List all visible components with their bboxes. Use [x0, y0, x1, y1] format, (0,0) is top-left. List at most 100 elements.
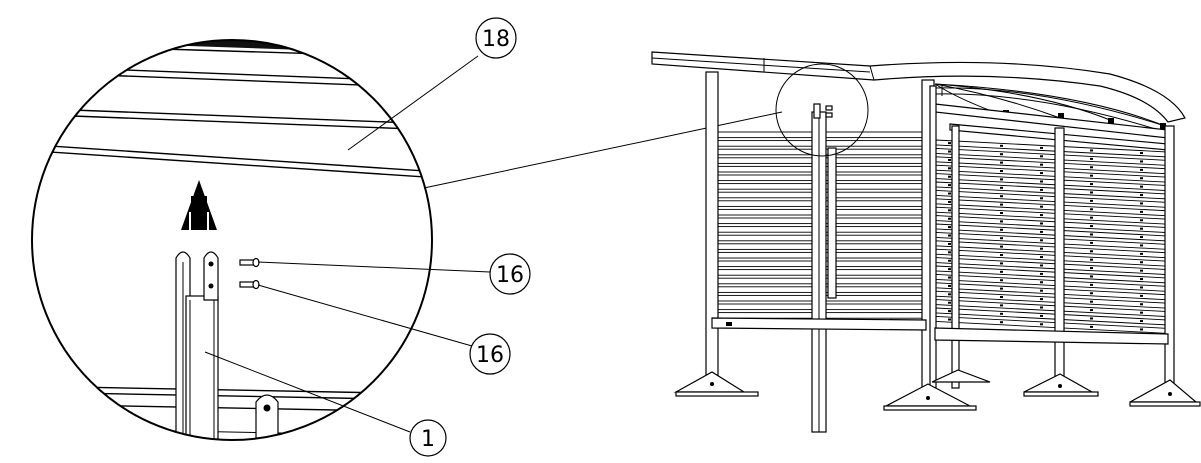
- callout-16-upper-label: 16: [496, 263, 524, 288]
- slat-fixing: [1090, 292, 1093, 295]
- slat-fixing: [1140, 210, 1143, 213]
- slat-fixing: [1140, 168, 1143, 171]
- slat-fixing: [1090, 241, 1093, 244]
- slat-fixing: [948, 184, 951, 187]
- slat-fixing: [1000, 161, 1003, 164]
- slat-fixing: [1090, 283, 1093, 286]
- roof-rib: [32, 143, 432, 173]
- slat-fixing: [1040, 289, 1043, 292]
- post-part-1: [175, 251, 219, 440]
- slat-fixing: [1140, 160, 1143, 163]
- slat-fixing: [1040, 197, 1043, 200]
- slat-fixing: [1040, 247, 1043, 250]
- slat-fixing: [1090, 309, 1093, 312]
- slat-fixing: [1000, 186, 1003, 189]
- shelter-overview: [651, 51, 1201, 433]
- slat-fixing: [1090, 317, 1093, 320]
- slat-fixing: [1000, 312, 1003, 315]
- slat-fixing: [948, 251, 951, 254]
- slat-fixing: [1000, 304, 1003, 307]
- bracket: [203, 251, 219, 301]
- slat-fixing: [1000, 245, 1003, 248]
- slat-fixing: [1000, 220, 1003, 223]
- slat-fixing: [1140, 294, 1143, 297]
- slat-fixing: [1090, 191, 1093, 194]
- slat-fixing: [1090, 325, 1093, 328]
- lower-rail: [32, 385, 432, 395]
- slat-fixing: [1040, 323, 1043, 326]
- slat-fixing: [1040, 230, 1043, 233]
- callout-18-label: 18: [482, 27, 510, 52]
- slat-fixing: [1090, 157, 1093, 160]
- slat-fixing: [948, 158, 951, 161]
- slat-fixing: [948, 217, 951, 220]
- slat-fixing: [1040, 239, 1043, 242]
- slat-fixing: [1090, 199, 1093, 202]
- slat-fixing: [1140, 311, 1143, 314]
- callout-18: 18: [347, 17, 517, 151]
- slat-fixing: [1040, 180, 1043, 183]
- slat-fixing: [1040, 172, 1043, 175]
- bolt-upper: [239, 257, 260, 268]
- slat-fixing: [1040, 256, 1043, 259]
- slat-fixing: [1140, 303, 1143, 306]
- callout-16-lower-label: 16: [476, 343, 504, 368]
- slat-fixing: [1000, 153, 1003, 156]
- slat-fixing: [1040, 272, 1043, 275]
- slat-fixing: [948, 209, 951, 212]
- slat-fixing: [1140, 261, 1143, 264]
- slat-fixing: [1140, 152, 1143, 155]
- slat-fixing: [1040, 298, 1043, 301]
- slat-fixing: [1040, 281, 1043, 284]
- slat-fixing: [1140, 252, 1143, 255]
- callout-16-lower: 16: [257, 284, 511, 375]
- slat-fixing: [948, 234, 951, 237]
- slat-fixing: [948, 318, 951, 321]
- slat-fixing: [1140, 236, 1143, 239]
- slat-fixing: [948, 293, 951, 296]
- slat-fixing: [948, 175, 951, 178]
- slat-fixing: [948, 200, 951, 203]
- slat-fixing: [1000, 195, 1003, 198]
- slat-fixing: [948, 142, 951, 145]
- slat-fixing: [1040, 306, 1043, 309]
- slat-fixing: [1040, 146, 1043, 149]
- slat-fixing: [1000, 287, 1003, 290]
- slat-fixing: [948, 301, 951, 304]
- side-wall-louvres: [935, 139, 1169, 334]
- slat-fixing: [1000, 321, 1003, 324]
- slat-fixing: [1140, 202, 1143, 205]
- slat-fixing: [1040, 188, 1043, 191]
- slat-fixing: [1000, 170, 1003, 173]
- slat-fixing: [1000, 254, 1003, 257]
- detail-leader-line: [423, 111, 783, 189]
- slat-fixing: [1090, 166, 1093, 169]
- shelter-detail-marker: [775, 63, 869, 157]
- slat-fixing: [1040, 222, 1043, 225]
- roof: [651, 51, 1186, 133]
- slat-fixing: [1140, 177, 1143, 180]
- callout-16-upper: 16: [257, 253, 531, 295]
- slat-fixing: [1040, 214, 1043, 217]
- bolt-lower: [239, 279, 260, 290]
- callout-1: 1: [204, 351, 447, 457]
- slat-fixing: [1140, 219, 1143, 222]
- slat-fixing: [1090, 149, 1093, 152]
- slat-fixing: [1040, 205, 1043, 208]
- slat-fixing: [948, 259, 951, 262]
- slat-fixing: [948, 242, 951, 245]
- slat-fixing: [1140, 185, 1143, 188]
- slat-fixing: [948, 268, 951, 271]
- slat-fixing: [1000, 212, 1003, 215]
- slat-fixing: [1140, 227, 1143, 230]
- slat-fixing: [1000, 262, 1003, 265]
- slat-fixing: [948, 226, 951, 229]
- slat-fixing: [1040, 163, 1043, 166]
- slat-fixing: [948, 284, 951, 287]
- slat-fixing: [1090, 208, 1093, 211]
- roof-rib: [32, 149, 432, 179]
- slat-fixing: [1140, 244, 1143, 247]
- slat-fixing: [1000, 203, 1003, 206]
- slat-fixing: [1000, 178, 1003, 181]
- slat-fixing: [1090, 183, 1093, 186]
